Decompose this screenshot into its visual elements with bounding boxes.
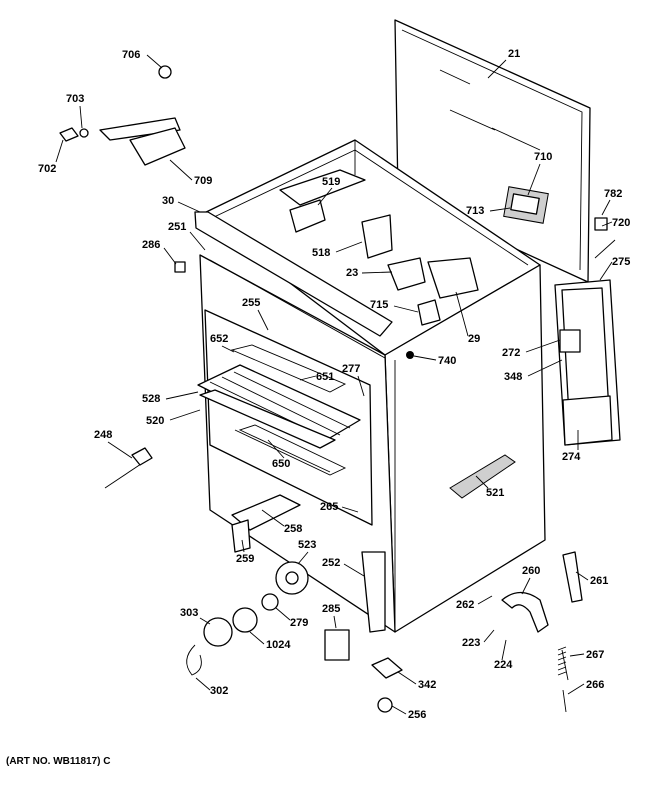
- oven-sensor-248: [104, 447, 153, 489]
- label-255: 255: [242, 297, 260, 309]
- part-labels: 706 703 702 709 30 251 286 21 710 713 78…: [38, 48, 630, 721]
- label-261: 261: [590, 575, 608, 587]
- label-523: 523: [298, 539, 316, 551]
- small-parts-left: [59, 65, 186, 273]
- label-706: 706: [122, 49, 140, 61]
- label-259: 259: [236, 553, 254, 565]
- label-277: 277: [342, 363, 360, 375]
- label-224: 224: [494, 659, 513, 671]
- door-parts-lower-right: [501, 551, 583, 713]
- label-267: 267: [586, 649, 604, 661]
- oven-rack: [197, 364, 361, 449]
- label-265: 265: [320, 501, 338, 513]
- label-651: 651: [316, 371, 334, 383]
- label-715: 715: [370, 299, 388, 311]
- label-223: 223: [462, 637, 480, 649]
- label-652: 652: [210, 333, 228, 345]
- label-23: 23: [346, 267, 358, 279]
- label-519: 519: [322, 176, 340, 188]
- label-260: 260: [522, 565, 540, 577]
- label-720: 720: [612, 217, 630, 229]
- label-262: 262: [456, 599, 474, 611]
- label-274: 274: [562, 451, 581, 463]
- label-272: 272: [502, 347, 520, 359]
- label-703: 703: [66, 93, 84, 105]
- label-275: 275: [612, 256, 630, 268]
- label-29: 29: [468, 333, 480, 345]
- bake-element: [234, 424, 347, 476]
- misc-lower-parts: [289, 199, 616, 713]
- label-702: 702: [38, 163, 56, 175]
- label-30: 30: [162, 195, 174, 207]
- label-650: 650: [272, 458, 290, 470]
- label-520: 520: [146, 415, 164, 427]
- label-710: 710: [534, 151, 552, 163]
- label-342: 342: [418, 679, 436, 691]
- label-248: 248: [94, 429, 112, 441]
- label-286: 286: [142, 239, 160, 251]
- label-348: 348: [504, 371, 522, 383]
- label-258: 258: [284, 523, 302, 535]
- label-252: 252: [322, 557, 340, 569]
- label-266: 266: [586, 679, 604, 691]
- art-number-caption: (ART NO. WB11817) C: [6, 756, 111, 767]
- label-709: 709: [194, 175, 212, 187]
- side-trim-275: [554, 279, 621, 446]
- label-302: 302: [210, 685, 228, 697]
- light-assembly: [186, 561, 309, 676]
- cabinet-side-panel: [384, 264, 546, 633]
- label-528: 528: [142, 393, 160, 405]
- label-279: 279: [290, 617, 308, 629]
- label-518: 518: [312, 247, 330, 259]
- label-713: 713: [466, 205, 484, 217]
- label-285: 285: [322, 603, 340, 615]
- label-21: 21: [508, 48, 520, 60]
- broil-element: [230, 344, 347, 393]
- label-251: 251: [168, 221, 186, 233]
- terminal-block: [559, 329, 581, 353]
- label-303: 303: [180, 607, 198, 619]
- label-740: 740: [438, 355, 456, 367]
- back-panel: [394, 19, 591, 283]
- label-256: 256: [408, 709, 426, 721]
- label-782: 782: [604, 188, 622, 200]
- label-521: 521: [486, 487, 504, 499]
- label-1024: 1024: [266, 639, 291, 651]
